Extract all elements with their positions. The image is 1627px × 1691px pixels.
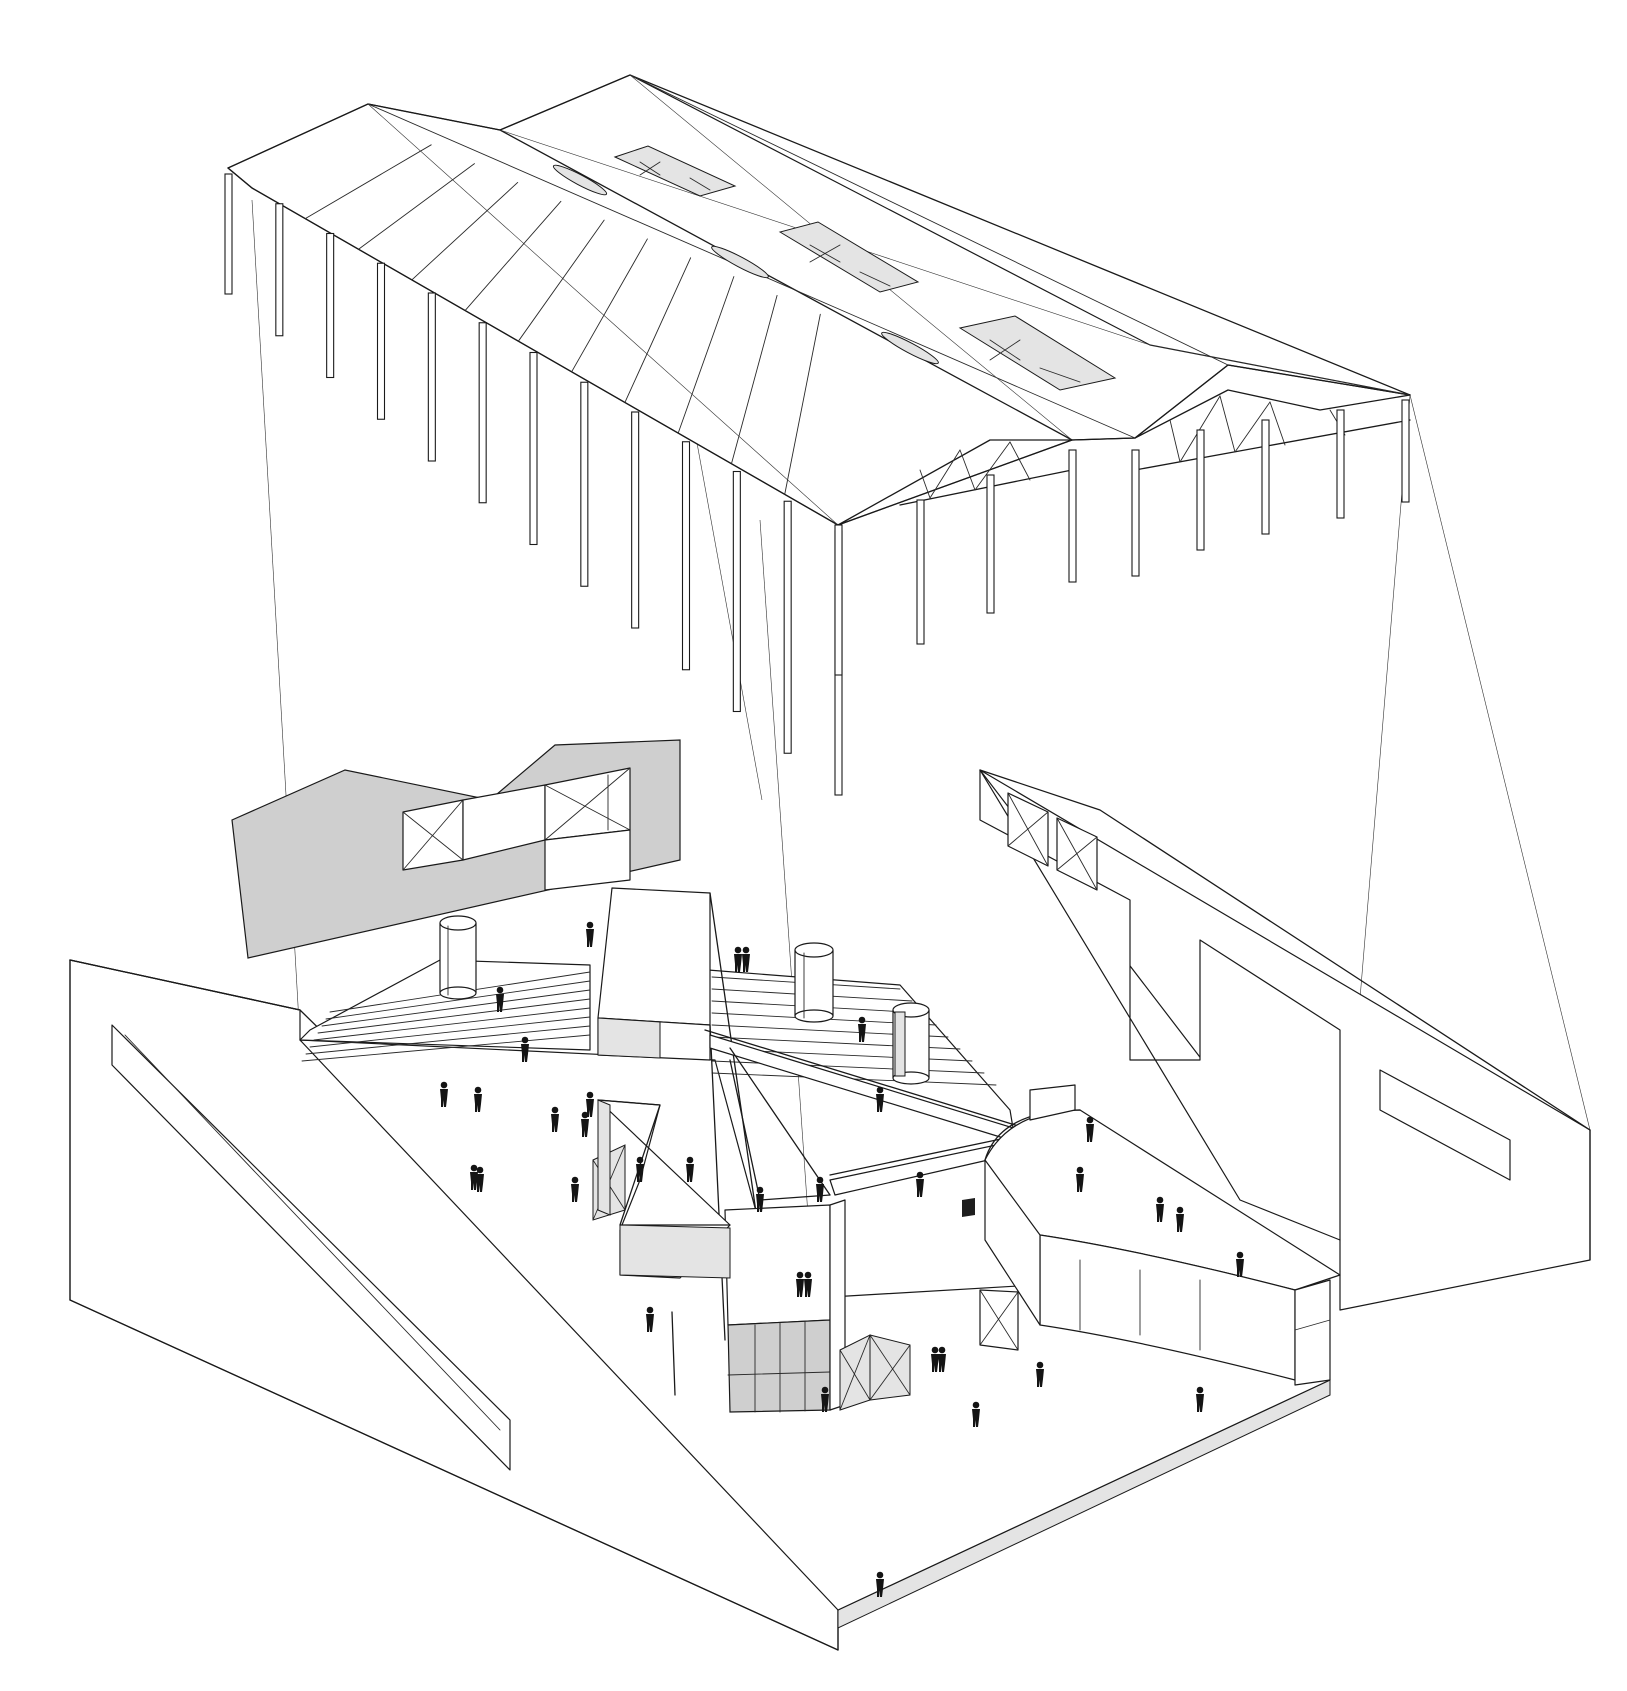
- gable-wall-section: [231, 739, 681, 959]
- person-figure: [470, 1164, 478, 1190]
- person-figure: [521, 1036, 529, 1062]
- column: [427, 292, 436, 462]
- skylight-1: [613, 145, 737, 197]
- cylinder-2: [794, 942, 834, 1023]
- cylinder-1: [439, 915, 477, 1000]
- person-figure: [742, 946, 750, 972]
- person-figure: [476, 1166, 484, 1192]
- stepped-seating-left: [299, 959, 591, 1051]
- person-figure: [496, 986, 504, 1012]
- person-figure: [474, 1086, 482, 1112]
- ramp-bridge: [704, 1029, 1026, 1196]
- back-right-window-2: [1056, 817, 1098, 891]
- column: [834, 524, 843, 676]
- person-figure: [586, 1091, 594, 1117]
- person-figure: [804, 1271, 812, 1297]
- person-figure: [571, 1176, 579, 1202]
- person-figure: [972, 1401, 980, 1427]
- left-wall-window: [111, 1024, 511, 1471]
- back-wall-right: [979, 769, 1341, 1241]
- column: [1401, 399, 1410, 503]
- person-figure: [1196, 1386, 1204, 1412]
- roof-ridge-2: [629, 74, 1229, 366]
- person-figure: [1236, 1251, 1244, 1277]
- person-figure: [821, 1386, 829, 1412]
- person-figure: [916, 1171, 924, 1197]
- gable-opening-4: [544, 829, 631, 891]
- central-tower-block: [597, 887, 761, 1341]
- column: [478, 322, 487, 504]
- person-figure: [734, 946, 742, 972]
- skylight-3: [958, 315, 1117, 391]
- roof-structure: [224, 74, 1411, 796]
- column: [1261, 419, 1270, 535]
- person-figure: [756, 1186, 764, 1212]
- person-figure: [1156, 1196, 1164, 1222]
- column: [224, 173, 233, 295]
- roof-purlins: [304, 144, 821, 495]
- person-figure: [581, 1111, 589, 1137]
- person-figure: [686, 1156, 694, 1182]
- column: [275, 203, 284, 337]
- person-figure: [636, 1156, 644, 1182]
- person-figure: [646, 1306, 654, 1332]
- people-figures: [440, 921, 1244, 1597]
- person-figure: [876, 1571, 884, 1597]
- column: [732, 470, 741, 713]
- right-wall-window: [1379, 1069, 1511, 1181]
- roof-valley: [499, 129, 1073, 441]
- person-figure: [1036, 1361, 1044, 1387]
- column: [916, 499, 925, 645]
- column: [529, 351, 538, 546]
- column: [1196, 429, 1205, 551]
- person-figure: [876, 1086, 884, 1112]
- column: [326, 232, 335, 379]
- folding-panels-front: [839, 1334, 911, 1411]
- lower-front-block: [724, 1199, 846, 1413]
- column: [783, 500, 792, 754]
- person-figure: [586, 921, 594, 947]
- skylight-2: [778, 221, 920, 293]
- building-envelope: [69, 769, 1591, 1651]
- column: [681, 441, 691, 671]
- person-figure: [551, 1106, 559, 1132]
- person-figure: [816, 1176, 824, 1202]
- interior-floor: [299, 887, 1341, 1611]
- person-figure: [858, 1016, 866, 1042]
- column: [986, 474, 995, 614]
- column: [1336, 409, 1345, 519]
- back-right-window-1: [1007, 792, 1049, 867]
- column: [1068, 449, 1077, 583]
- person-figure: [1076, 1166, 1084, 1192]
- person-figure: [1086, 1116, 1094, 1142]
- roof-trusses: [837, 389, 1411, 526]
- column: [1131, 449, 1140, 577]
- person-figure: [938, 1346, 946, 1372]
- cylinder-3: [892, 1002, 930, 1085]
- column: [376, 262, 386, 420]
- person-figure: [796, 1271, 804, 1297]
- column: [631, 411, 640, 629]
- person-figure: [440, 1081, 448, 1107]
- structural-columns: [224, 173, 1410, 796]
- person-figure: [931, 1346, 939, 1372]
- person-figure: [1176, 1206, 1184, 1232]
- column: [580, 381, 589, 587]
